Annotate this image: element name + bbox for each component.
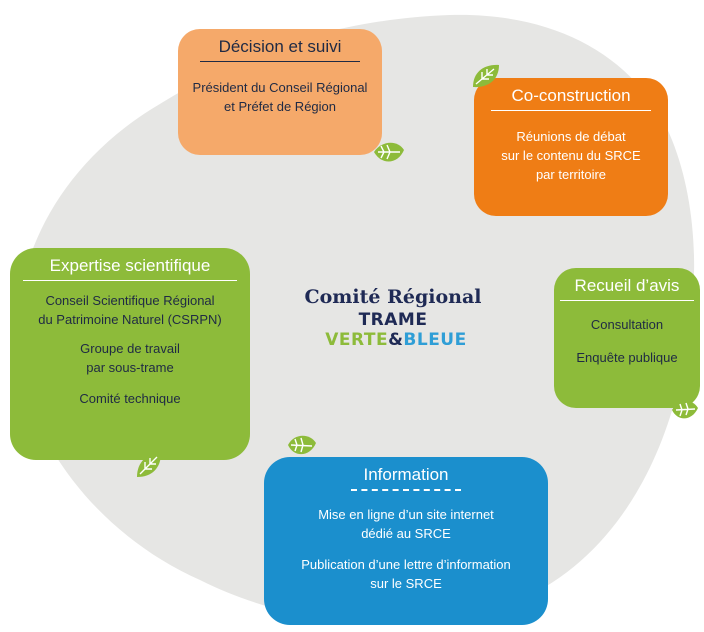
center-title: Comité Régional TRAME VERTE&BLEUE [288, 286, 498, 350]
coconstruction-title: Co-construction [491, 78, 651, 111]
leaf-icon [288, 435, 316, 455]
decision-box: Décision et suivi Président du Conseil R… [178, 29, 382, 155]
information-box: Information Mise en ligne d’un site inte… [264, 457, 548, 625]
decision-title: Décision et suivi [200, 29, 360, 62]
expertise-line: Comité technique [79, 391, 181, 406]
center-title-line2: TRAME VERTE&BLEUE [288, 310, 498, 350]
leaf-icon [137, 453, 161, 477]
information-line: sur le SRCE [370, 576, 442, 591]
ampersand: & [388, 330, 404, 350]
coconstruction-line: Réunions de débat [516, 129, 626, 144]
expertise-line: par sous-trame [86, 360, 174, 375]
recueil-line: Consultation [590, 317, 664, 332]
expertise-line: Conseil Scientifique Régional [45, 293, 215, 308]
information-title: Information [351, 457, 461, 491]
leaf-icon [672, 400, 698, 419]
information-line: Mise en ligne d’un site internet [318, 507, 494, 522]
information-line: dédié au SRCE [361, 526, 451, 541]
information-line: Publication d’une lettre d’information [301, 557, 511, 572]
expertise-line: du Patrimoine Naturel (CSRPN) [38, 312, 222, 327]
leaf-icon [473, 64, 499, 88]
recueil-line: Enquête publique [576, 350, 678, 365]
bleue-word: BLEUE [403, 330, 467, 350]
expertise-line: Groupe de travail [80, 341, 180, 356]
recueil-title: Recueil d’avis [560, 268, 694, 301]
verte-word: VERTE [325, 330, 389, 350]
trame-word: TRAME [358, 310, 428, 330]
coconstruction-box: Co-construction Réunions de débat sur le… [474, 78, 668, 216]
coconstruction-line: par territoire [535, 167, 607, 182]
center-title-line1: Comité Régional [304, 286, 482, 308]
decision-line: et Préfet de Région [223, 99, 337, 114]
leaf-icon [374, 142, 404, 162]
expertise-title: Expertise scientifique [23, 248, 237, 281]
coconstruction-line: sur le contenu du SRCE [501, 148, 641, 163]
recueil-box: Recueil d’avis Consultation Enquête publ… [554, 268, 700, 408]
decision-line: Président du Conseil Régional [192, 80, 368, 95]
expertise-box: Expertise scientifique Conseil Scientifi… [10, 248, 250, 460]
